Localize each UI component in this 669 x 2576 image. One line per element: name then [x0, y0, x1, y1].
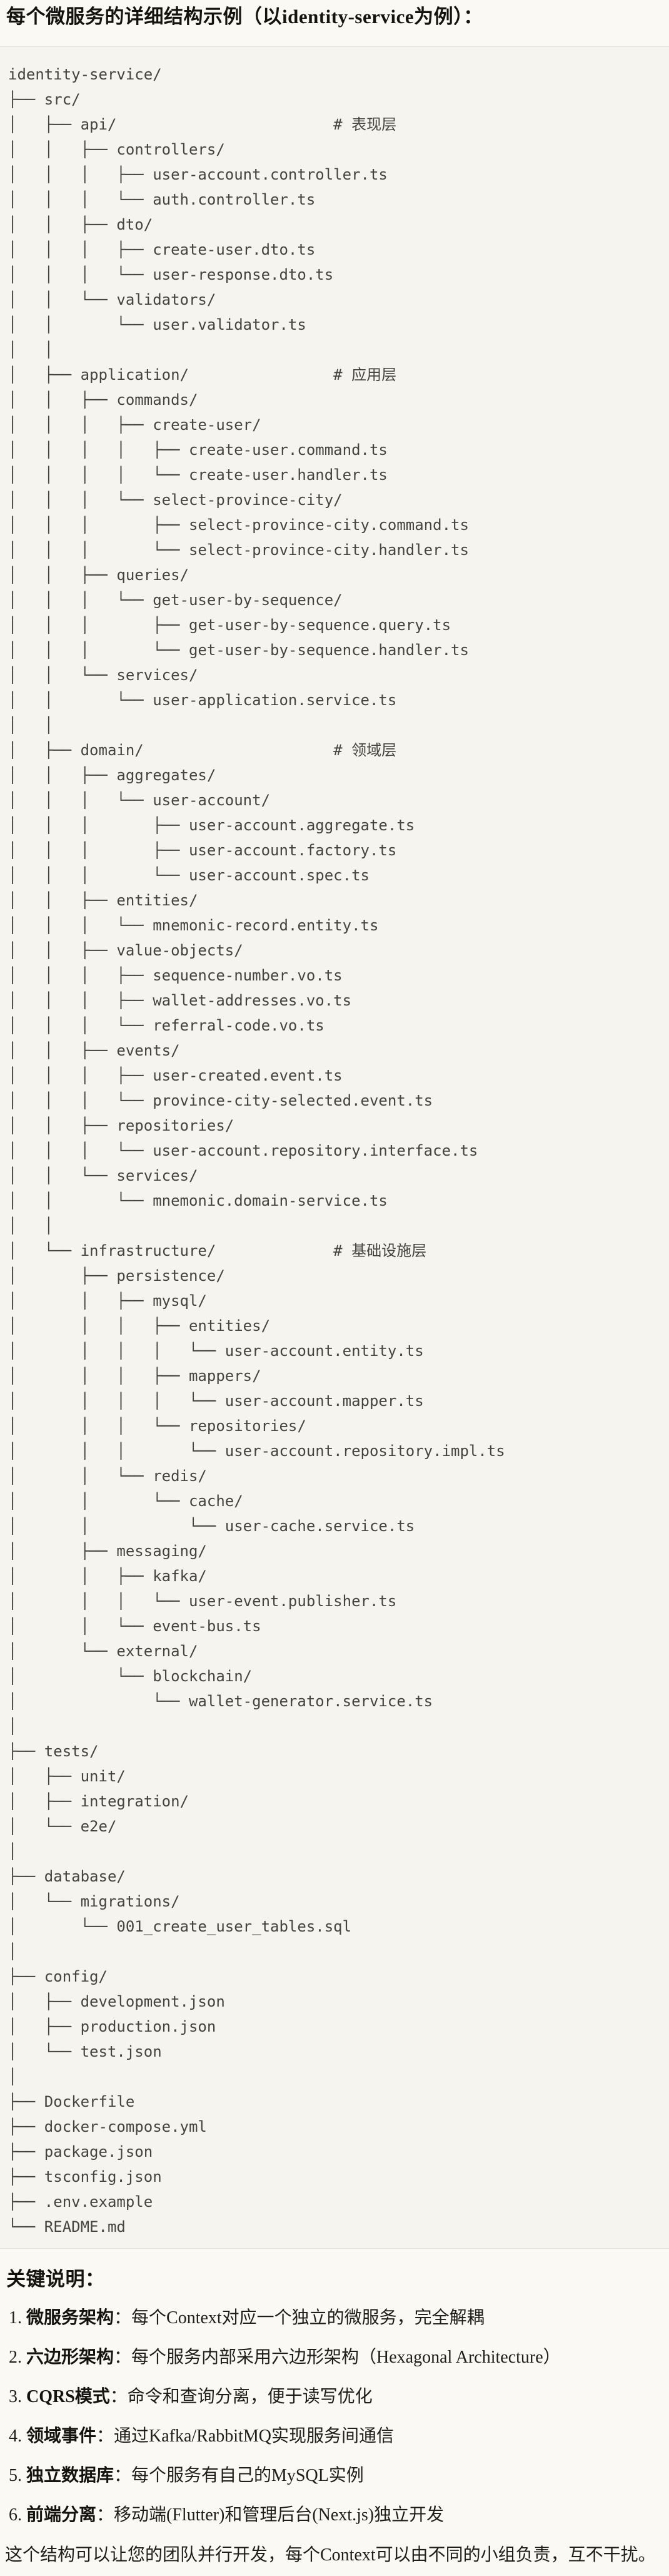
- note-number: 2.: [9, 2348, 22, 2367]
- note-number: 4.: [9, 2426, 22, 2446]
- page-title: 每个微服务的详细结构示例（以identity-service为例）：: [6, 6, 483, 28]
- note-number: 1.: [9, 2308, 22, 2328]
- note-label: 领域事件: [26, 2426, 97, 2446]
- note-label: 六边形架构: [26, 2348, 114, 2367]
- note-item: 4.领域事件：通过Kafka/RabbitMQ实现服务间通信: [9, 2426, 663, 2447]
- code-block: identity-service/ ├── src/ │ ├── api/ # …: [0, 46, 669, 2249]
- notes-heading: 关键说明：: [6, 2268, 105, 2290]
- note-label: 前端分离: [26, 2505, 97, 2525]
- note-text: ：通过Kafka/RabbitMQ实现服务间通信: [96, 2426, 394, 2446]
- note-text: ：每个服务有自己的MySQL实例: [114, 2466, 364, 2485]
- note-item: 5.独立数据库：每个服务有自己的MySQL实例: [9, 2465, 663, 2487]
- note-label: 独立数据库: [26, 2466, 114, 2485]
- note-number: 6.: [9, 2505, 22, 2525]
- closing-paragraph: 这个结构可以让您的团队并行开发，每个Context可以由不同的小组负责，互不干扰…: [5, 2545, 656, 2565]
- note-item: 3.CQRS模式：命令和查询分离，便于读写优化: [9, 2386, 663, 2408]
- file-tree-code: identity-service/ ├── src/ │ ├── api/ # …: [8, 66, 505, 2236]
- note-label: 微服务架构: [26, 2308, 114, 2328]
- note-text: ：命令和查询分离，便于读写优化: [109, 2387, 373, 2406]
- note-text: ：每个服务内部采用六边形架构（Hexagonal Architecture）: [114, 2348, 561, 2367]
- note-label: CQRS模式: [26, 2387, 110, 2406]
- note-item: 6.前端分离：移动端(Flutter)和管理后台(Next.js)独立开发: [9, 2505, 663, 2526]
- note-number: 3.: [9, 2387, 22, 2406]
- note-item: 2.六边形架构：每个服务内部采用六边形架构（Hexagonal Architec…: [9, 2347, 663, 2368]
- note-text: ：移动端(Flutter)和管理后台(Next.js)独立开发: [96, 2505, 445, 2525]
- note-number: 5.: [9, 2466, 22, 2485]
- note-item: 1.微服务架构：每个Context对应一个独立的微服务，完全解耦: [9, 2308, 663, 2329]
- note-text: ：每个Context对应一个独立的微服务，完全解耦: [114, 2308, 485, 2328]
